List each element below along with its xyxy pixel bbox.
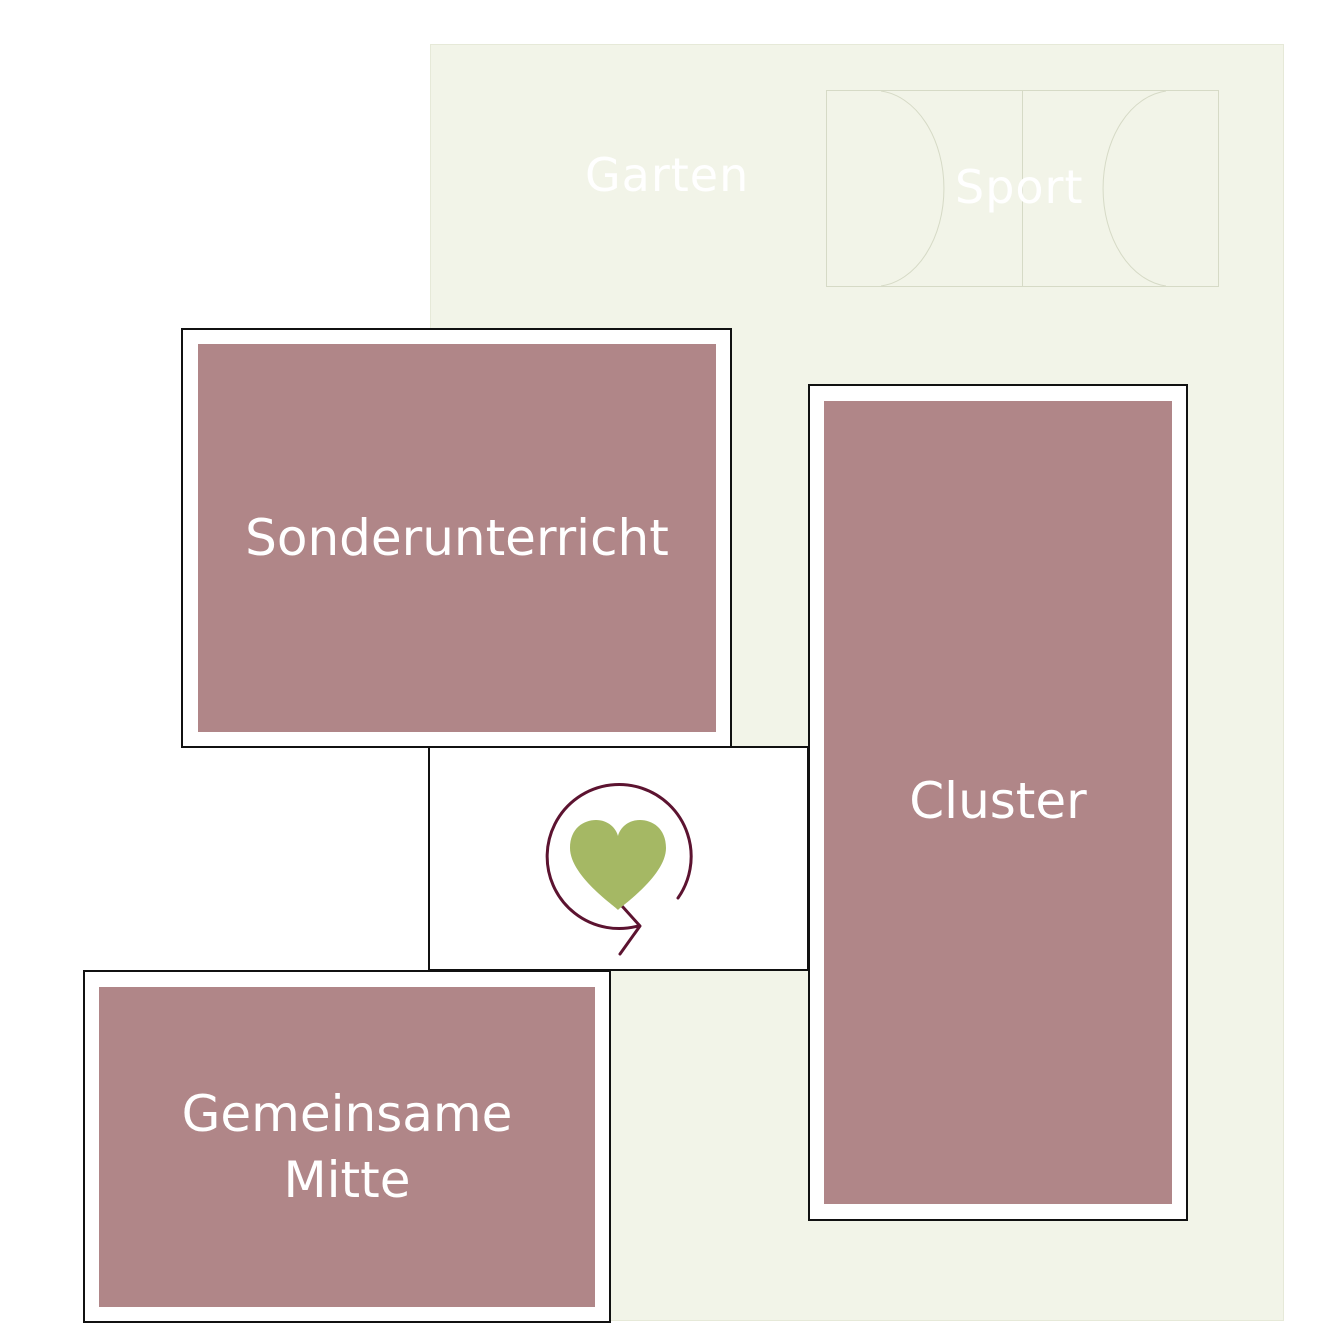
room-sonderunterricht-fill: Sonderunterricht [198,344,716,732]
heart-icon [570,820,666,910]
cycle-arrow-icon [545,783,693,930]
sport-label: Sport [955,160,1084,214]
room-sonderunterricht-label: Sonderunterricht [245,509,669,567]
sports-court [826,90,1219,287]
heart-cycle-icon [545,783,693,956]
room-gemeinsame-mitte-label: Gemeinsame Mitte [181,1085,513,1209]
room-gemeinsame-mitte-fill: Gemeinsame Mitte [99,987,595,1307]
garden-label: Garten [585,148,750,202]
room-cluster-fill: Cluster [824,401,1172,1204]
room-cluster-label: Cluster [909,772,1087,830]
